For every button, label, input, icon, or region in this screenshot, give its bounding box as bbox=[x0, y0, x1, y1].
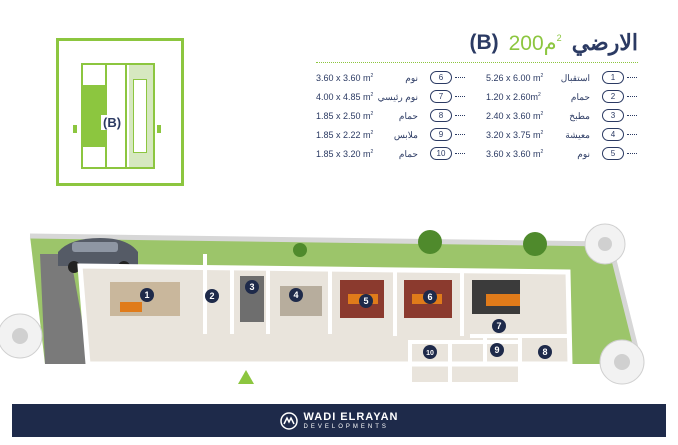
room-number: 8 bbox=[430, 109, 465, 122]
room-number: 2 bbox=[602, 90, 637, 103]
footer-bar: WADI ELRAYAN DEVELOPMENTS bbox=[12, 404, 666, 437]
room-marker-5: 5 bbox=[359, 294, 373, 308]
room-dim: 1.85 x 2.50 m2 bbox=[316, 111, 374, 121]
interior-walls bbox=[203, 254, 570, 384]
room-row: 1.85 x 2.50 m2 حمام 8 bbox=[316, 108, 466, 127]
room-row: 3.20 x 3.75 m2 معيشة 4 bbox=[486, 127, 638, 146]
room-name: ملابس bbox=[393, 130, 418, 140]
unit-area-sup: 2 bbox=[556, 32, 562, 43]
room-number: 4 bbox=[602, 128, 637, 141]
key-plan: (B) bbox=[56, 38, 184, 186]
room-marker-4: 4 bbox=[289, 288, 303, 302]
room-dim: 3.60 x 3.60 m2 bbox=[486, 149, 544, 159]
svg-text:3: 3 bbox=[249, 282, 254, 292]
room-row: 5.26 x 6.00 m2 استقبال 1 bbox=[486, 70, 638, 89]
svg-text:10: 10 bbox=[426, 350, 434, 357]
room-dim: 1.85 x 3.20 m2 bbox=[316, 149, 374, 159]
room-dim: 3.60 x 3.60 m2 bbox=[316, 73, 374, 83]
furniture bbox=[110, 276, 520, 322]
svg-text:2: 2 bbox=[209, 291, 214, 301]
shrub-icon bbox=[293, 230, 547, 257]
tree-icon bbox=[0, 313, 43, 359]
room-name: مطبخ bbox=[569, 111, 590, 121]
room-list-right: 5.26 x 6.00 m2 استقبال 1 1.20 x 2.60m2 ح… bbox=[486, 70, 638, 165]
room-dim: 1.20 x 2.60m2 bbox=[486, 92, 541, 102]
room-dim: 4.00 x 4.85 m2 bbox=[316, 92, 374, 102]
room-marker-7: 7 bbox=[492, 319, 506, 333]
brand-title: WADI ELRAYAN bbox=[303, 410, 399, 423]
tree-icon bbox=[599, 339, 645, 385]
room-name: حمام bbox=[398, 111, 418, 121]
room-list-left: 3.60 x 3.60 m2 نوم 6 4.00 x 4.85 m2 نوم … bbox=[316, 70, 466, 165]
house-walls bbox=[77, 263, 573, 367]
room-dim: 5.26 x 6.00 m2 bbox=[486, 73, 544, 83]
room-marker-6: 6 bbox=[423, 290, 437, 304]
room-row: 3.60 x 3.60 m2 نوم 6 bbox=[316, 70, 466, 89]
key-plan-tick bbox=[73, 125, 77, 133]
key-plan-building: (B) bbox=[81, 63, 155, 169]
room-number: 9 bbox=[430, 128, 465, 141]
room-dim: 2.40 x 3.60 m2 bbox=[486, 111, 544, 121]
driveway bbox=[40, 254, 90, 364]
room-row: 1.20 x 2.60m2 حمام 2 bbox=[486, 89, 638, 108]
room-name: حمام bbox=[570, 92, 590, 102]
room-row: 2.40 x 3.60 m2 مطبخ 3 bbox=[486, 108, 638, 127]
svg-text:4: 4 bbox=[293, 290, 298, 300]
room-number: 10 bbox=[430, 147, 465, 160]
key-plan-adjacent-unit bbox=[129, 65, 153, 167]
floor-plan: 1 2 3 4 5 6 7 8 9 10 bbox=[0, 223, 645, 386]
unit-code: (B) bbox=[469, 31, 499, 54]
room-name: نوم bbox=[405, 73, 418, 83]
brand-subtitle: DEVELOPMENTS bbox=[303, 423, 389, 430]
svg-text:7: 7 bbox=[496, 321, 501, 331]
room-row: 3.60 x 3.60 m2 نوم 5 bbox=[486, 146, 638, 165]
brand-name: WADI ELRAYAN DEVELOPMENTS bbox=[304, 411, 399, 431]
room-marker-10: 10 bbox=[423, 345, 437, 359]
room-dim: 3.20 x 3.75 m2 bbox=[486, 130, 544, 140]
room-name: حمام bbox=[398, 149, 418, 159]
room-dim: 1.85 x 2.22 m2 bbox=[316, 130, 374, 140]
room-row: 1.85 x 2.22 m2 ملابس 9 bbox=[316, 127, 466, 146]
room-marker-1: 1 bbox=[140, 288, 154, 302]
svg-text:9: 9 bbox=[494, 345, 499, 355]
svg-text:6: 6 bbox=[427, 292, 432, 302]
room-row: 1.85 x 3.20 m2 حمام 10 bbox=[316, 146, 466, 165]
room-marker-9: 9 bbox=[490, 343, 504, 357]
room-name: نوم رئيسي bbox=[377, 92, 418, 102]
svg-text:5: 5 bbox=[363, 296, 368, 306]
room-row: 4.00 x 4.85 m2 نوم رئيسي 7 bbox=[316, 89, 466, 108]
room-name: معيشة bbox=[565, 130, 590, 140]
room-number: 5 bbox=[602, 147, 637, 160]
car-icon bbox=[58, 238, 138, 273]
brand-logo-icon bbox=[279, 411, 298, 430]
tree-icon bbox=[584, 223, 626, 265]
room-number: 3 bbox=[602, 109, 637, 122]
room-marker-8: 8 bbox=[538, 345, 552, 359]
unit-area-value: 200م bbox=[508, 31, 557, 55]
svg-text:8: 8 bbox=[542, 347, 547, 357]
room-name: استقبال bbox=[560, 73, 590, 83]
room-number: 7 bbox=[430, 90, 465, 103]
room-number: 1 bbox=[602, 71, 637, 84]
title-divider bbox=[316, 62, 638, 63]
svg-text:1: 1 bbox=[144, 290, 149, 300]
key-plan-tick bbox=[157, 125, 161, 133]
floor-name: الارضي bbox=[571, 30, 638, 55]
key-plan-unit-highlight bbox=[83, 85, 105, 147]
key-plan-label: (B) bbox=[101, 115, 124, 130]
room-marker-2: 2 bbox=[205, 289, 219, 303]
room-name: نوم bbox=[577, 149, 590, 159]
room-number: 6 bbox=[430, 71, 465, 84]
room-marker-3: 3 bbox=[245, 280, 259, 294]
entrance-arrow-icon bbox=[238, 370, 254, 384]
